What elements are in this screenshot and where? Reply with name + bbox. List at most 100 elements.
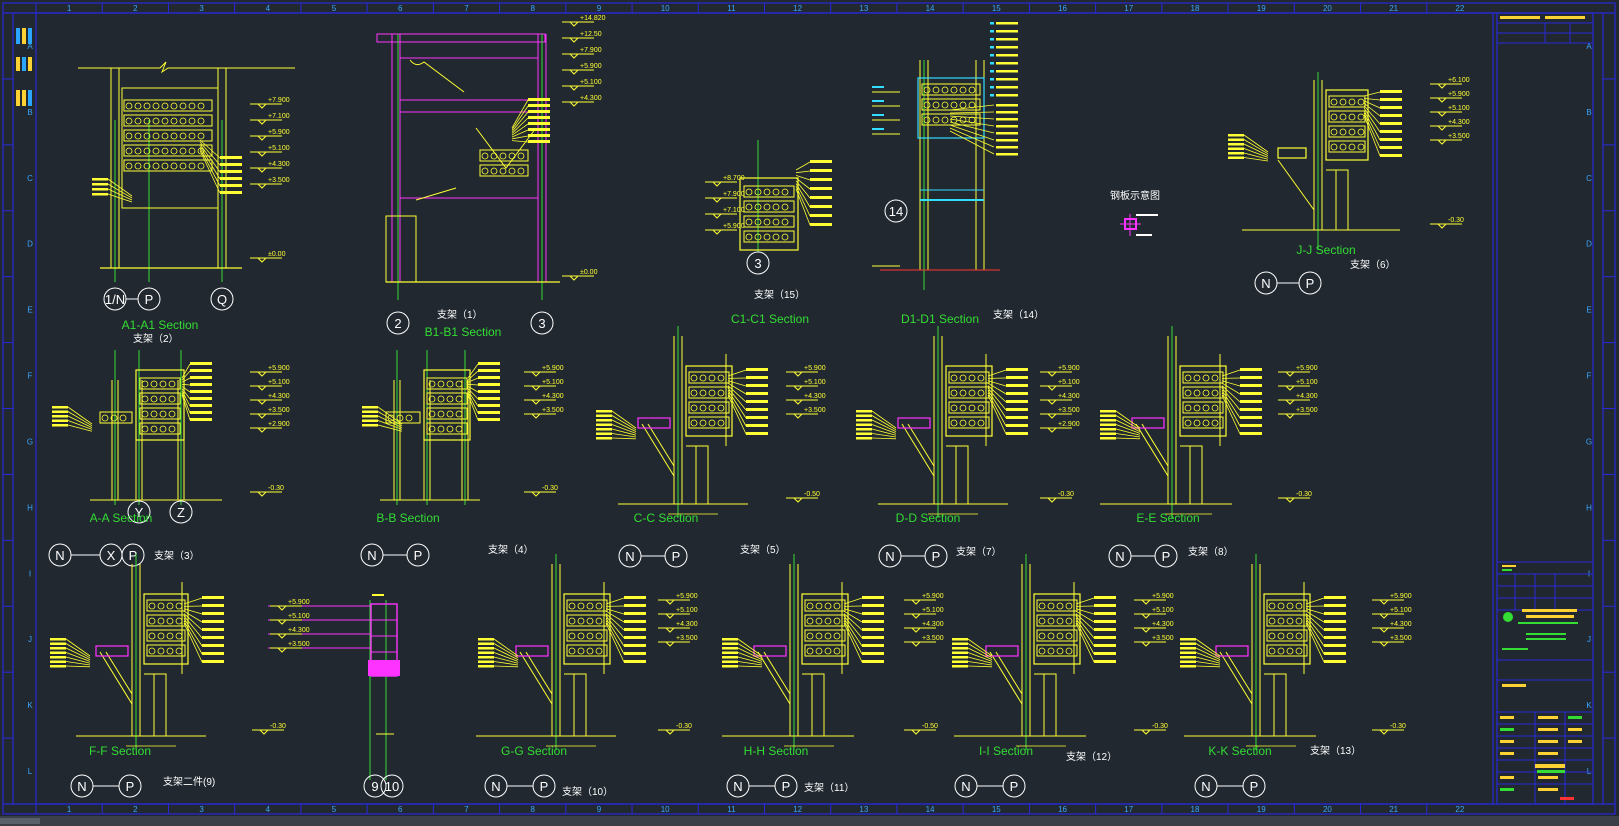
axis-bubble-ff-n: N — [70, 774, 94, 798]
elevation-label: +5.100 — [1296, 379, 1318, 386]
axis-bubble-ee-p: P — [1154, 544, 1178, 568]
section-title: F-F Section — [89, 744, 151, 758]
column-label: 22 — [1455, 4, 1464, 13]
row-label: J — [1587, 635, 1591, 644]
elevation-label: +5.900 — [288, 599, 310, 606]
support-label: 支架（14） — [993, 309, 1044, 321]
elevation-mark: +3.500 — [250, 407, 290, 419]
elevation-label: -0.30 — [1448, 217, 1464, 224]
row-label: F — [28, 372, 33, 381]
elevation-label: +5.900 — [580, 63, 602, 70]
elevation-mark: +5.100 — [1278, 379, 1318, 391]
elevation-mark: +3.500 — [1430, 133, 1470, 145]
column-label: 12 — [793, 805, 802, 814]
section-dd[interactable]: +5.900+5.100+4.300+3.500+2.900-0.30D-D S… — [856, 326, 1080, 568]
column-label: 15 — [992, 805, 1001, 814]
elevation-mark: +3.500 — [250, 177, 290, 189]
section-jj[interactable]: +6.100+5.900+5.100+4.300+3.500-0.30J-J S… — [1228, 72, 1470, 295]
elevation-label: +3.500 — [1058, 407, 1080, 414]
elevation-mark: +5.900 — [1040, 365, 1080, 377]
support-label: 支架（2） — [133, 333, 179, 345]
row-label: K — [1586, 701, 1592, 710]
column-label: 9 — [597, 805, 602, 814]
axis-bubble-label: P — [1250, 779, 1259, 794]
elevation-mark: +5.100 — [270, 613, 310, 625]
title-block — [1496, 12, 1594, 805]
elevation-label: +5.900 — [676, 593, 698, 600]
elevation-mark: +3.500 — [270, 641, 310, 653]
axis-bubble-label: P — [672, 549, 681, 564]
elevation-label: +5.900 — [1390, 593, 1412, 600]
column-label: 13 — [859, 805, 868, 814]
column-label: 1 — [67, 4, 72, 13]
elevation-label: +3.500 — [1152, 635, 1174, 642]
row-label: G — [27, 437, 33, 446]
section-ii[interactable]: +5.900+5.100+4.300+3.500-0.30I-I Section… — [952, 554, 1174, 798]
row-label: C — [27, 174, 33, 183]
elevation-label: +3.500 — [1448, 133, 1470, 140]
elevation-label: +5.900 — [1296, 365, 1318, 372]
row-label: F — [1587, 372, 1592, 381]
axis-bubble-b1-3: 3 — [530, 311, 554, 335]
column-label: 2 — [133, 805, 138, 814]
axis-bubble-label: N — [77, 779, 86, 794]
section-kk[interactable]: +5.900+5.100+4.300+3.500-0.30K-K Section… — [1180, 554, 1412, 798]
elevation-mark: +5.900 — [786, 365, 826, 377]
column-label: 16 — [1058, 4, 1067, 13]
axis-bubble-label: N — [491, 779, 500, 794]
axis-bubble-ii-p: P — [1002, 774, 1026, 798]
column-label: 10 — [661, 805, 670, 814]
horizontal-scrollbar[interactable] — [0, 816, 1619, 826]
section-gg[interactable]: +5.900+5.100+4.300+3.500-0.30G-G Section… — [476, 554, 698, 798]
elevation-mark: -0.30 — [1372, 723, 1406, 735]
column-label: 12 — [793, 4, 802, 13]
elevation-label: +4.300 — [288, 627, 310, 634]
column-label: 21 — [1389, 4, 1398, 13]
elevation-mark: +5.100 — [562, 79, 602, 91]
elevation-label: +7.900 — [723, 191, 745, 198]
axis-bubble-label: Z — [177, 505, 185, 520]
column-label: 22 — [1455, 805, 1464, 814]
column-label: 7 — [464, 4, 469, 13]
left-legend-swatches — [16, 28, 32, 106]
elevation-label: +5.100 — [1390, 607, 1412, 614]
steel-plate-note[interactable]: 钢板示意图 — [1110, 189, 1160, 236]
section-hh[interactable]: +5.900+5.100+4.300+3.500-0.50H-H Section… — [722, 554, 944, 798]
elevation-label: +4.300 — [922, 621, 944, 628]
section-ee[interactable]: +5.900+5.100+4.300+3.500-0.30E-E Section… — [1100, 326, 1318, 568]
row-label: A — [27, 42, 33, 51]
axis-bubble-label: N — [367, 548, 376, 563]
elevation-mark: +5.900 — [658, 593, 698, 605]
support-label: 支架（12） — [1066, 751, 1117, 763]
section-title: A-A Section — [90, 511, 153, 525]
column-label: 16 — [1058, 805, 1067, 814]
section-a1[interactable]: +7.900+7.100+5.900+5.100+4.300+3.500±0.0… — [78, 61, 295, 345]
elevation-label: +5.100 — [268, 145, 290, 152]
elevation-label: +5.900 — [723, 223, 745, 230]
column-label: 14 — [926, 805, 935, 814]
axis-bubble-label: P — [782, 779, 791, 794]
elevation-mark: +3.500 — [904, 635, 944, 647]
axis-bubble-kk-p: P — [1242, 774, 1266, 798]
elevation-label: +3.500 — [268, 177, 290, 184]
section-bb[interactable]: +5.900+5.100+4.300+3.500-0.30B-B Section… — [360, 350, 564, 567]
elevation-label: +5.100 — [804, 379, 826, 386]
elevation-mark: +7.900 — [705, 191, 745, 203]
section-title: B-B Section — [376, 511, 439, 525]
axis-bubble-label: P — [540, 779, 549, 794]
support-label: 支架（3） — [154, 550, 200, 562]
scrollbar-thumb[interactable] — [0, 818, 40, 824]
axis-bubble-label: X — [107, 548, 116, 563]
elevation-mark: -0.30 — [524, 485, 558, 497]
elevation-mark: +2.900 — [250, 421, 290, 433]
section-b1[interactable]: +14.820+12.50+7.900+5.900+5.100+4.300±0.… — [376, 15, 606, 339]
section-cc[interactable]: +5.900+5.100+4.300+3.500-0.50C-C Section… — [596, 326, 826, 568]
elevation-mark: +5.900 — [1134, 593, 1174, 605]
column-label: 7 — [464, 805, 469, 814]
